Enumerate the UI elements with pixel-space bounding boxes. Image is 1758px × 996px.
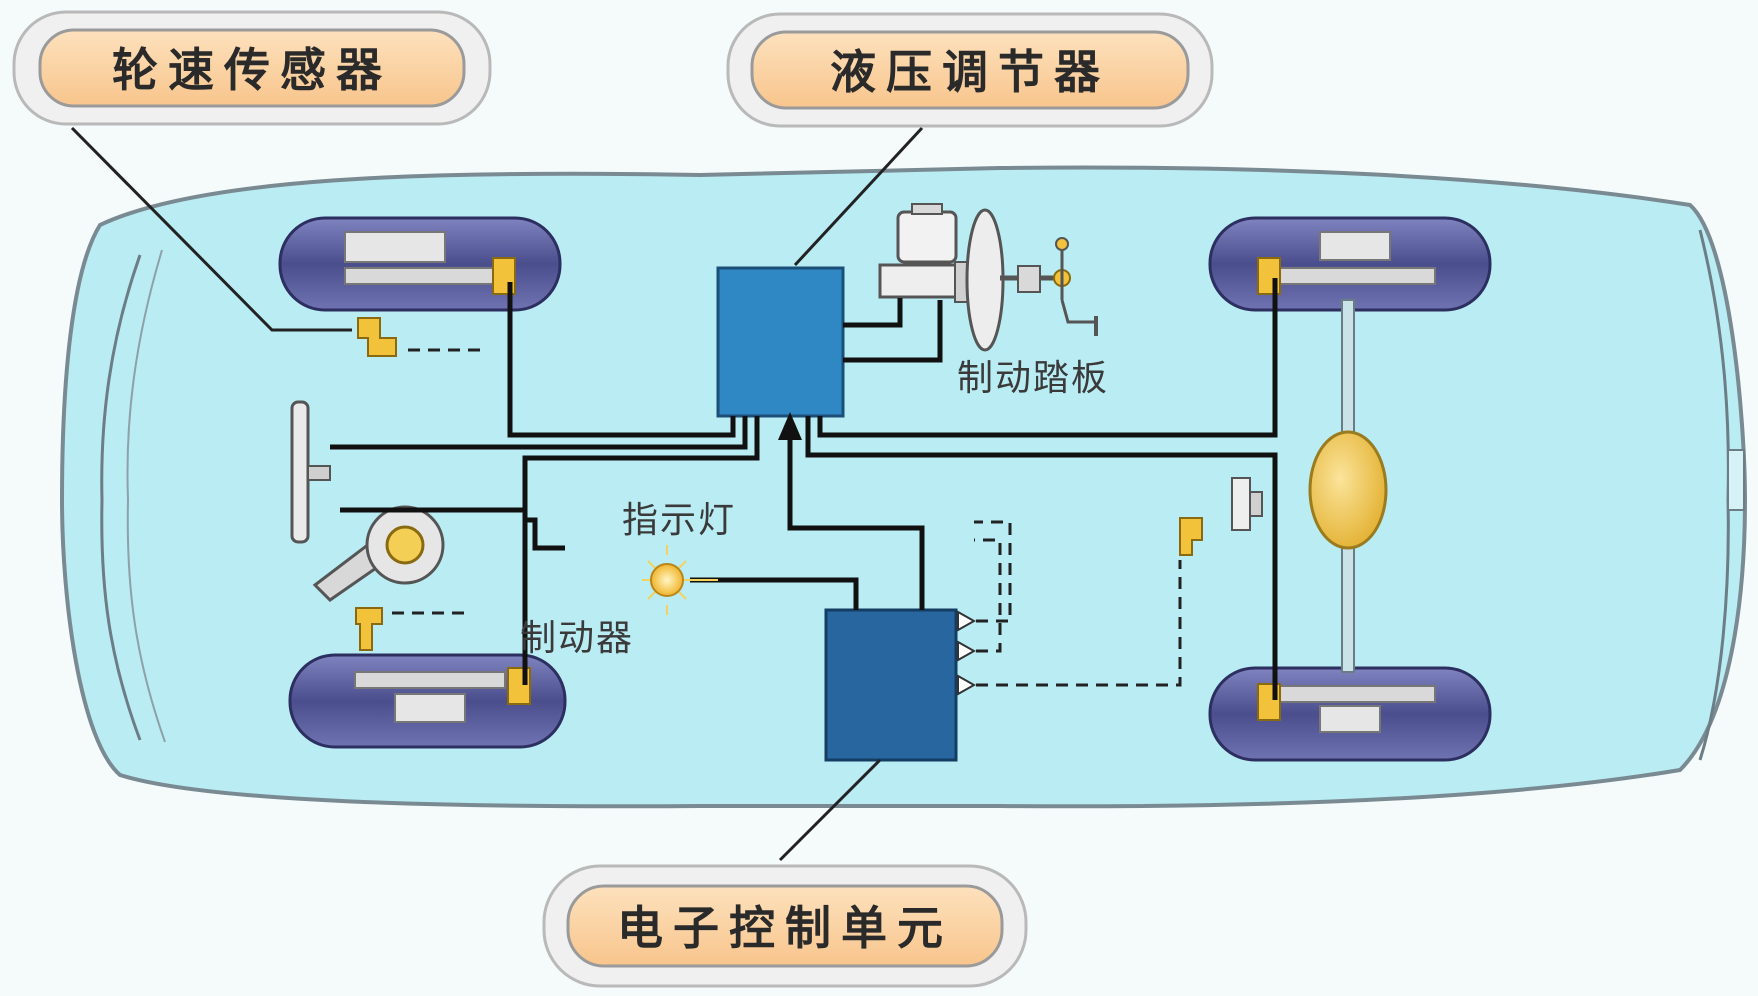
sensor-parts <box>355 317 1263 651</box>
callout-wheel-speed-sensor: 轮速传感器 <box>12 10 492 126</box>
ecu-input-connectors <box>957 610 977 696</box>
wheel-front-right <box>1208 216 1492 312</box>
brake-label: 制动器 <box>520 618 634 659</box>
indicator-lamp <box>642 545 718 615</box>
car-body <box>59 165 1748 809</box>
sensor-signal-wires <box>392 348 1182 687</box>
callout-leaders <box>70 126 924 862</box>
callout-hydraulic-modulator: 液压调节器 <box>726 12 1214 128</box>
wheel-front-left <box>278 216 562 312</box>
brake-lines <box>330 278 1278 700</box>
brake-booster-assembly <box>878 203 1098 352</box>
brake-pedal-label: 制动踏板 <box>957 358 1109 399</box>
hydraulic-modulator-box <box>716 266 845 418</box>
indicator-light-label: 指示灯 <box>622 500 736 541</box>
ecu-label: 电子控制单元 <box>617 901 953 955</box>
ecu-to-modulator-signal <box>778 412 925 610</box>
wheel-speed-sensor-label: 轮速传感器 <box>112 43 392 97</box>
ecu-to-lamp-wire <box>690 577 859 610</box>
steering-assembly <box>290 400 445 602</box>
callout-ecu: 电子控制单元 <box>542 864 1028 988</box>
wheel-rear-right <box>1208 666 1492 762</box>
wheel-rear-left <box>288 653 567 749</box>
ecu-box <box>824 608 958 762</box>
rear-axle <box>1308 299 1388 673</box>
hydraulic-modulator-label: 液压调节器 <box>830 45 1110 99</box>
